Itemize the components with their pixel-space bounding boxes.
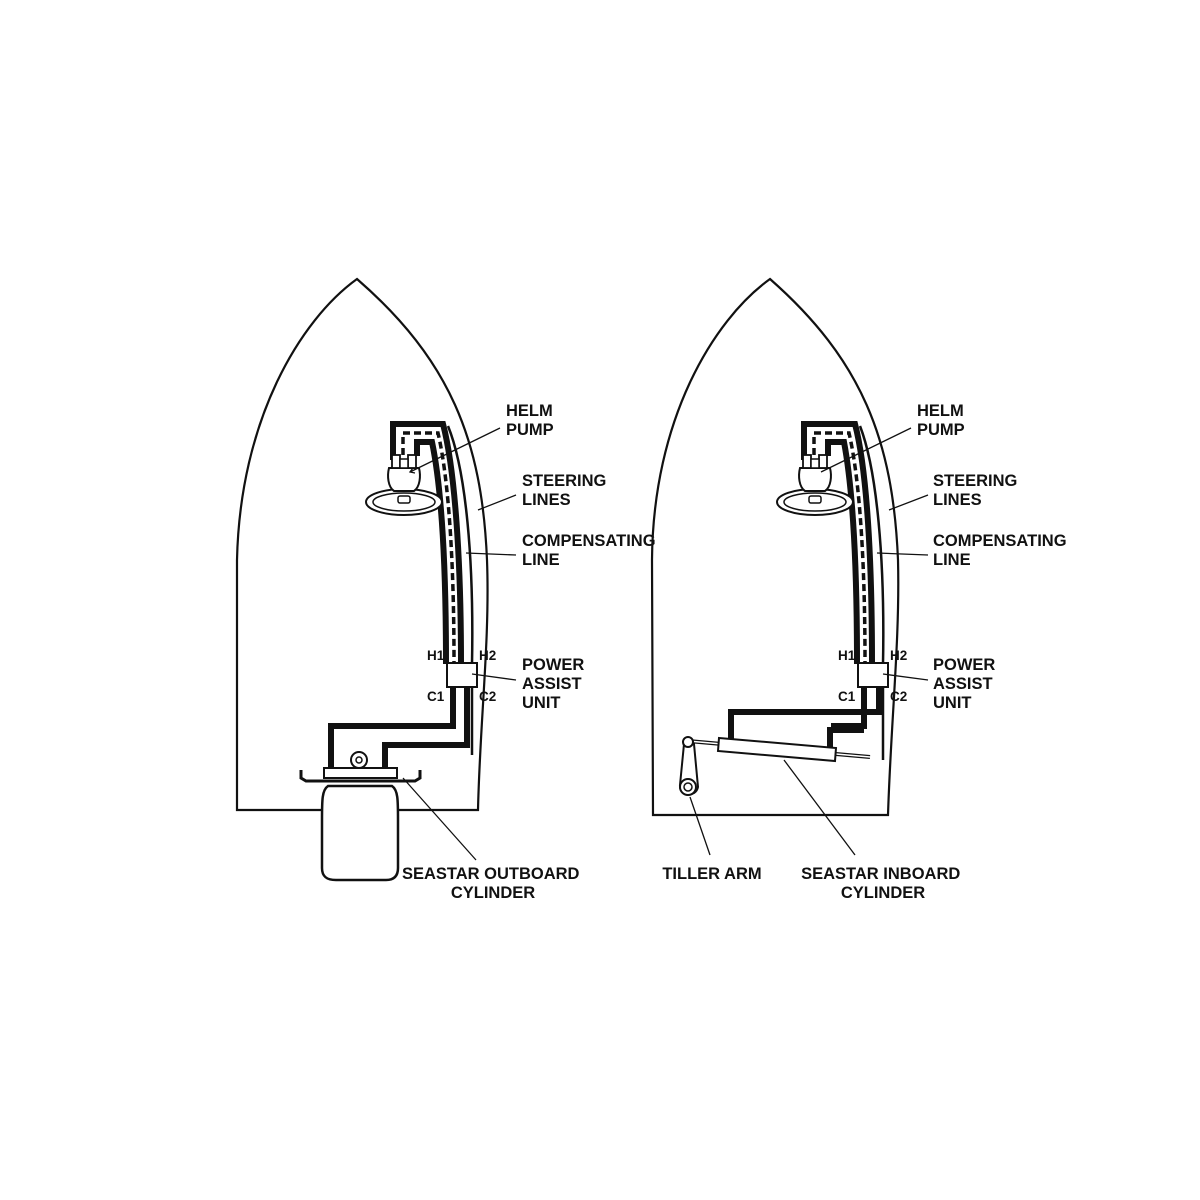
left-port-c1: C1 bbox=[427, 689, 445, 704]
right-steering-lines-label: STEERING LINES bbox=[933, 472, 1022, 509]
left-steering-line-outer bbox=[390, 421, 464, 665]
left-boat-outboard: HELM PUMP STEERING LINES COMPENSATING LI… bbox=[235, 277, 660, 902]
right-port-h1: H1 bbox=[838, 648, 856, 663]
left-steering-line-inner bbox=[414, 439, 449, 665]
right-port-c1: C1 bbox=[838, 689, 856, 704]
right-helm-pump-label: HELM PUMP bbox=[917, 402, 968, 439]
left-power-assist-label: POWER ASSIST UNIT bbox=[522, 656, 589, 712]
left-steering-lines-label: STEERING LINES bbox=[522, 472, 611, 509]
left-hull-outline bbox=[235, 277, 489, 812]
left-leader-lines bbox=[402, 427, 517, 861]
right-c1-line-lower bbox=[827, 724, 864, 748]
left-c2-line bbox=[382, 688, 470, 767]
right-cylinder-label: SEASTAR INBOARD CYLINDER bbox=[801, 865, 965, 902]
left-compensating-line bbox=[401, 431, 456, 663]
outboard-cylinder-icon bbox=[299, 751, 422, 783]
right-port-h2: H2 bbox=[890, 648, 907, 663]
left-helm-pump-icon bbox=[365, 454, 443, 516]
right-power-assist-unit bbox=[857, 662, 889, 688]
tiller-arm-icon bbox=[679, 736, 700, 796]
right-helm-pump-icon bbox=[776, 454, 854, 516]
left-port-h2: H2 bbox=[479, 648, 496, 663]
right-steering-line-outer bbox=[801, 421, 875, 665]
left-port-h1: H1 bbox=[427, 648, 445, 663]
right-compensating-line-label: COMPENSATING LINE bbox=[933, 532, 1071, 569]
right-leader-lines bbox=[689, 427, 929, 856]
left-cylinder-label: SEASTAR OUTBOARD CYLINDER bbox=[402, 865, 584, 902]
right-compensating-line bbox=[812, 431, 867, 663]
left-port-c2: C2 bbox=[479, 689, 496, 704]
inboard-cylinder-icon bbox=[687, 736, 871, 763]
right-steering-line-inner bbox=[825, 439, 860, 665]
right-hull-outline bbox=[650, 277, 900, 817]
right-h2-thin-line bbox=[858, 425, 885, 665]
tiller-arm-label: TILLER ARM bbox=[662, 865, 761, 883]
left-compensating-line-label: COMPENSATING LINE bbox=[522, 532, 660, 569]
right-c2-line bbox=[728, 688, 882, 742]
right-port-c2: C2 bbox=[890, 689, 907, 704]
right-power-assist-label: POWER ASSIST UNIT bbox=[933, 656, 1000, 712]
left-c1-line bbox=[328, 688, 456, 767]
left-helm-pump-label: HELM PUMP bbox=[506, 402, 557, 439]
outboard-motor-icon bbox=[320, 784, 400, 882]
left-h2-thin-line bbox=[446, 425, 474, 665]
left-power-assist-unit bbox=[446, 662, 478, 688]
right-boat-inboard: HELM PUMP STEERING LINES COMPENSATING LI… bbox=[650, 277, 1071, 902]
